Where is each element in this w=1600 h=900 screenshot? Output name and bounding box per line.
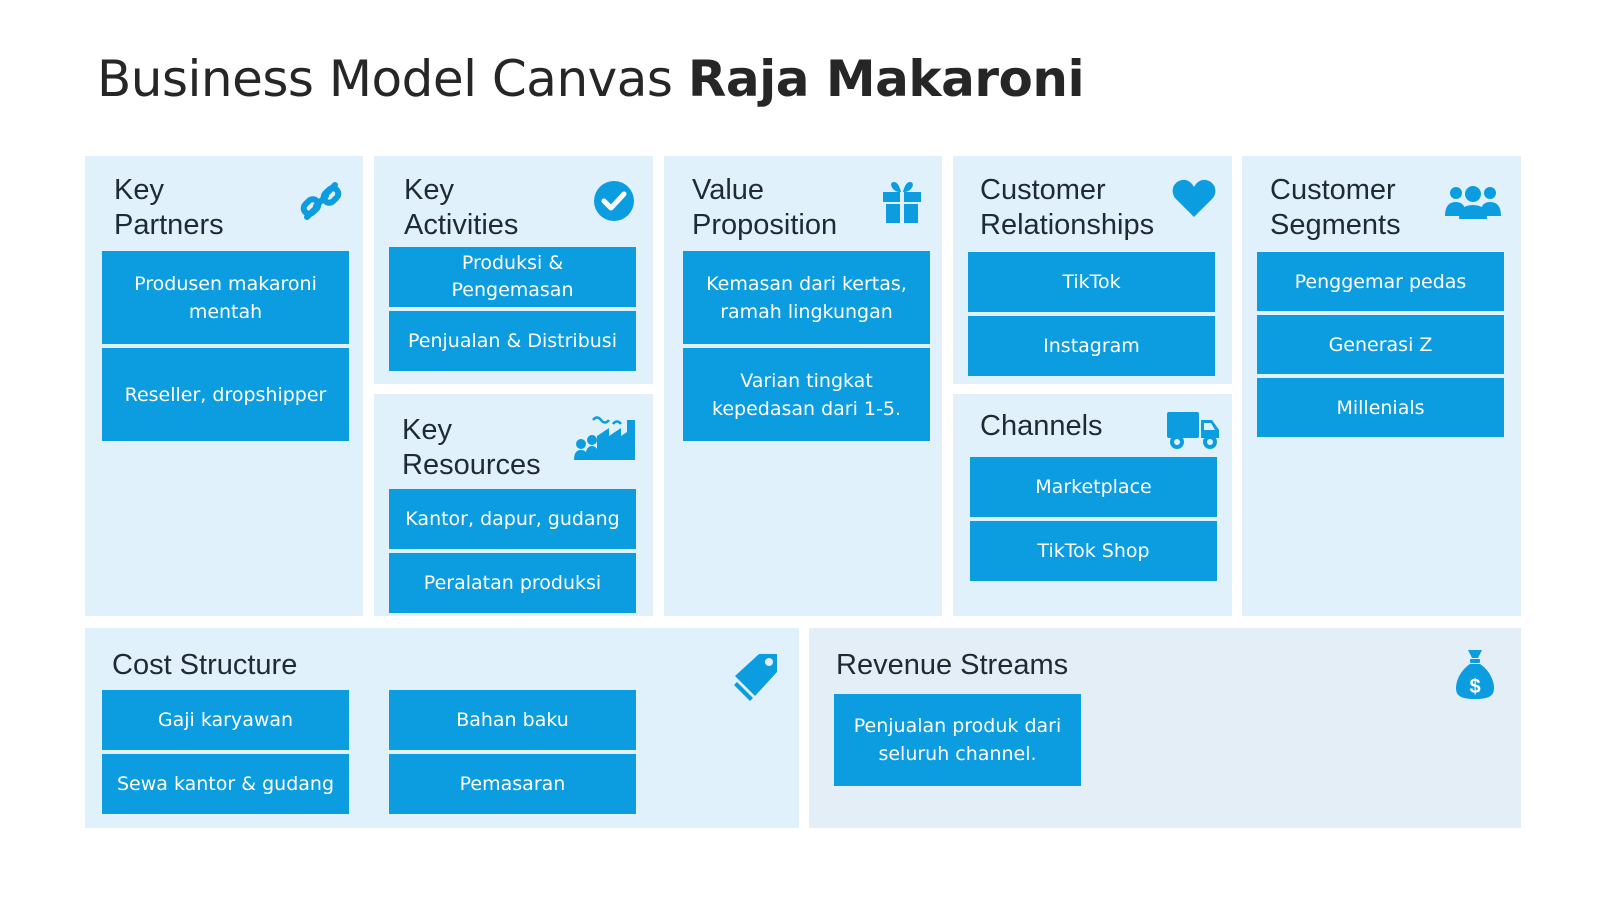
customer-segments-heading: Customer Segments xyxy=(1270,174,1401,241)
key-partners-item: Produsen makaroni mentah xyxy=(102,251,349,344)
key-activities-item: Produksi & Pengemasan xyxy=(389,247,636,307)
users-icon xyxy=(1444,184,1502,220)
key-resources-heading: Key Resources xyxy=(402,414,541,481)
channels-heading: Channels xyxy=(980,410,1103,442)
factory-icon xyxy=(573,414,637,462)
customer-relationships-item: TikTok xyxy=(968,252,1215,312)
customer-relationships-item: Instagram xyxy=(968,316,1215,376)
page-title: Business Model Canvas Raja Makaroni xyxy=(97,50,1085,108)
heart-icon xyxy=(1172,178,1216,218)
cost-structure-heading: Cost Structure xyxy=(112,649,298,681)
tags-icon xyxy=(733,652,781,702)
customer-segments-item: Generasi Z xyxy=(1257,315,1504,374)
cost-structure-item: Sewa kantor & gudang xyxy=(102,754,349,814)
channels-item: Marketplace xyxy=(970,457,1217,517)
key-activities-item: Penjualan & Distribusi xyxy=(389,311,636,371)
key-partners-heading: Key Partners xyxy=(114,174,224,241)
key-partners-item: Reseller, dropshipper xyxy=(102,348,349,441)
money-bag-icon: $ xyxy=(1455,648,1495,700)
link-icon xyxy=(299,179,343,223)
cost-structure-item: Bahan baku xyxy=(389,690,636,750)
check-circle-icon xyxy=(593,180,635,222)
key-resources-item: Peralatan produksi xyxy=(389,553,636,613)
svg-text:$: $ xyxy=(1469,676,1480,698)
value-proposition-item: Kemasan dari kertas, ramah lingkungan xyxy=(683,251,930,344)
customer-relationships-heading: Customer Relationships xyxy=(980,174,1155,241)
value-proposition-heading: Value Proposition xyxy=(692,174,838,241)
value-proposition-item: Varian tingkat kepedasan dari 1-5. xyxy=(683,348,930,441)
title-regular: Business Model Canvas xyxy=(97,50,673,108)
key-activities-heading: Key Activities xyxy=(404,174,519,241)
title-bold: Raja Makaroni xyxy=(687,50,1085,108)
gift-icon xyxy=(880,180,924,224)
customer-segments-item: Millenials xyxy=(1257,378,1504,437)
cost-structure-item: Gaji karyawan xyxy=(102,690,349,750)
channels-item: TikTok Shop xyxy=(970,521,1217,581)
revenue-streams-heading: Revenue Streams xyxy=(836,649,1069,681)
key-resources-item: Kantor, dapur, gudang xyxy=(389,489,636,549)
cost-structure-item: Pemasaran xyxy=(389,754,636,814)
customer-segments-item: Penggemar pedas xyxy=(1257,252,1504,311)
revenue-streams-item: Penjualan produk dari seluruh channel. xyxy=(834,694,1081,786)
truck-icon xyxy=(1166,410,1220,450)
